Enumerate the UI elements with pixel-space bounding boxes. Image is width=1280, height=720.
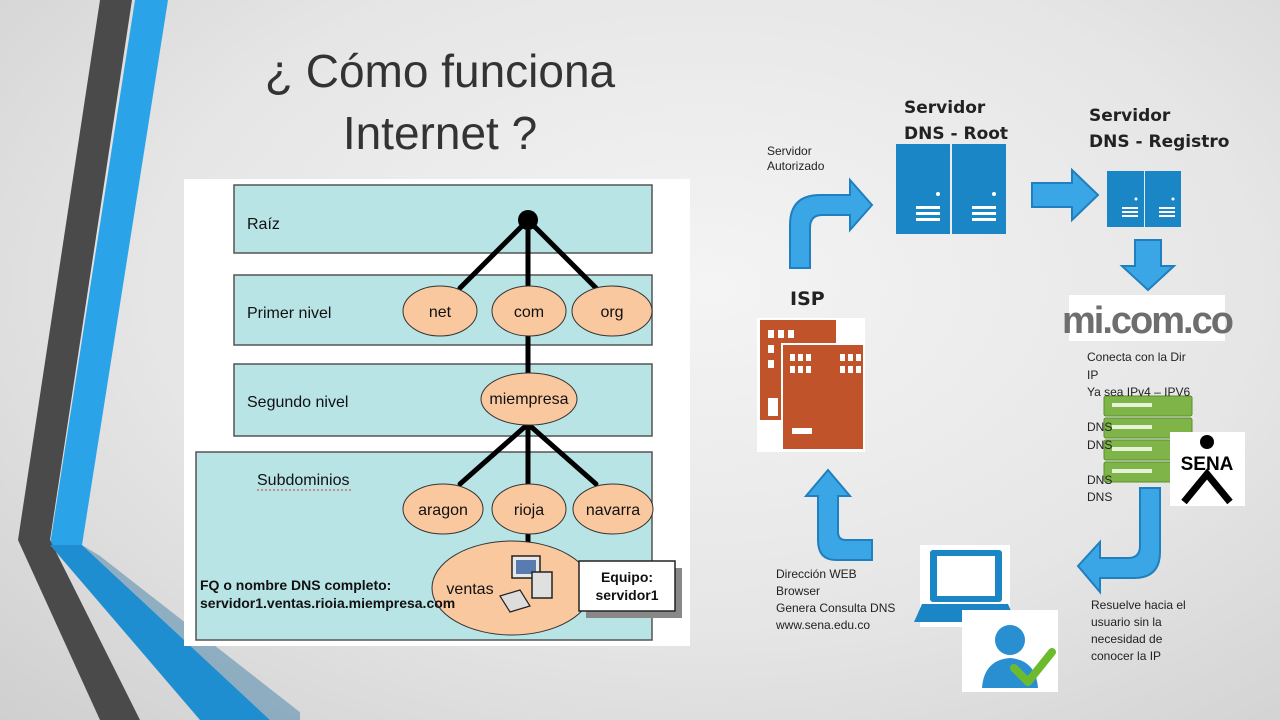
- direccion-line-2: Browser: [776, 584, 821, 598]
- node-net: net: [429, 304, 452, 321]
- fq-value: servidor1.ventas.rioia.miempresa.com: [200, 595, 455, 611]
- root-node: [518, 210, 538, 230]
- conecta-spacer-2: [1087, 454, 1217, 472]
- dns-root-line-1: Servidor: [904, 98, 986, 118]
- arrow-rack-to-user: [1076, 487, 1161, 595]
- user-check-icon: [962, 610, 1058, 692]
- resuelve-line-2: usuario sin la: [1091, 615, 1162, 629]
- resuelve-line-4: conocer la IP: [1091, 649, 1162, 663]
- label-raiz: Raíz: [247, 216, 280, 233]
- conecta-dns-3: DNS: [1087, 472, 1113, 487]
- micomco-logo-bg: [1069, 295, 1225, 341]
- direccion-web-label: Dirección WEB Browser Genera Consulta DN…: [776, 566, 895, 634]
- node-org: org: [600, 304, 623, 321]
- dns-registro-server-icon: [1107, 171, 1181, 227]
- conecta-dns-1: DNS: [1087, 420, 1113, 434]
- band-raiz: [233, 184, 653, 254]
- dns-root-server-icon: [896, 144, 1006, 234]
- conecta-line-1: Conecta con la Dir: [1087, 350, 1186, 364]
- node-ventas: ventas: [446, 581, 493, 598]
- conecta-dns-2: DNS: [1087, 437, 1113, 452]
- arrow-user-to-isp: [803, 468, 873, 561]
- node-rioja: rioja: [514, 502, 544, 519]
- equipo-value: servidor1: [595, 587, 658, 603]
- servidor-autorizado-line-2: Autorizado: [767, 159, 825, 173]
- node-aragon: aragon: [418, 502, 468, 519]
- arrow-root-to-registro: [1031, 167, 1100, 223]
- conecta-line-2: IP: [1087, 367, 1099, 382]
- isp-building-icon: [757, 318, 865, 452]
- svg-text:SENA: SENA: [1181, 454, 1234, 475]
- arrow-isp-to-root: [789, 177, 874, 269]
- direccion-url: www.sena.edu.co: [776, 618, 871, 632]
- node-miempresa: miempresa: [489, 391, 568, 408]
- resuelve-line-1: Resuelve hacia el: [1091, 598, 1186, 612]
- direccion-line-1: Dirección WEB: [776, 567, 857, 581]
- band-segundo-nivel: [233, 363, 653, 437]
- dns-root-line-2: DNS - Root: [904, 124, 1009, 144]
- node-com: com: [514, 304, 544, 321]
- micomco-logo: mi.com.co: [1062, 300, 1233, 342]
- conecta-label: Conecta con la Dir IP Ya sea IPv4 – IPV6…: [1087, 349, 1217, 507]
- label-primer-nivel: Primer nivel: [247, 305, 331, 322]
- node-navarra: navarra: [586, 502, 640, 519]
- servidor-autorizado-line-1: Servidor: [767, 144, 812, 158]
- label-subdominios: Subdominios: [257, 472, 350, 489]
- page-title: ¿ Cómo funciona Internet ?: [220, 40, 660, 164]
- conecta-line-3: Ya sea IPv4 – IPV6: [1087, 385, 1191, 399]
- equipo-box: [578, 560, 676, 612]
- title-line-2: Internet ?: [342, 107, 538, 159]
- tree-ovals: [402, 285, 654, 636]
- label-segundo-nivel: Segundo nivel: [247, 394, 348, 411]
- conecta-spacer-1: [1087, 402, 1217, 420]
- computer-icon: [499, 555, 553, 613]
- title-line-1: ¿ Cómo funciona: [264, 45, 616, 97]
- direccion-line-3: Genera Consulta DNS: [776, 601, 896, 615]
- equipo-label: Equipo:: [601, 569, 653, 585]
- sena-logo: SENA: [1170, 432, 1245, 506]
- conecta-dns-4: DNS: [1087, 490, 1113, 504]
- resuelve-line-3: necesidad de: [1091, 632, 1163, 646]
- dns-registro-line-1: Servidor: [1089, 106, 1171, 126]
- servidor-autorizado-label: Servidor Autorizado: [767, 144, 824, 174]
- fq-label: FQ o nombre DNS completo:: [200, 577, 391, 593]
- dns-root-label: Servidor DNS - Root: [904, 95, 1008, 147]
- dns-registro-line-2: DNS - Registro: [1089, 132, 1230, 152]
- isp-label: ISP: [790, 288, 825, 310]
- resuelve-label: Resuelve hacia el usuario sin la necesid…: [1091, 597, 1186, 665]
- arrow-registro-to-micomco: [1119, 239, 1177, 292]
- dns-registro-label: Servidor DNS - Registro: [1089, 103, 1229, 155]
